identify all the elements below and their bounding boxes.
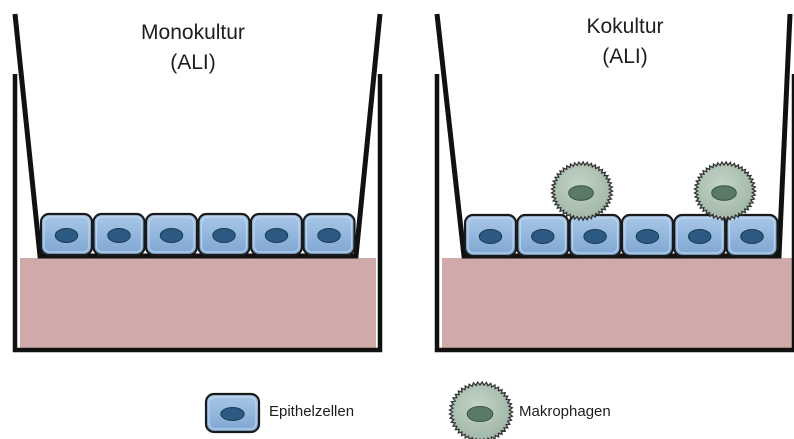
legend-macrophage-icon (450, 382, 513, 439)
epithelial-cell-icon (517, 215, 568, 256)
epithelial-cell-icon (622, 215, 673, 256)
macrophage-icon (552, 162, 613, 220)
epithelial-cell-icon (674, 215, 725, 256)
epithelial-cell-icon (465, 215, 516, 256)
macrophage-icon (695, 162, 756, 220)
panel-title-line1: Monokultur (108, 18, 278, 48)
legend-macrophage-label: Makrophagen (519, 402, 611, 422)
culture-medium (442, 258, 794, 350)
panel-title-line2: (ALI) (540, 42, 710, 72)
legend-epithelial-cell-icon (206, 394, 259, 432)
epithelial-cell-icon (94, 214, 145, 255)
epithelial-cell-icon (304, 214, 355, 255)
epithelial-layer (41, 214, 355, 255)
legend-epithelial-label: Epithelzellen (269, 402, 354, 422)
epithelial-cell-icon (727, 215, 778, 256)
macrophage-icon (450, 382, 513, 439)
panel-title-monoculture: Monokultur (ALI) (108, 18, 278, 78)
epithelial-cell-icon (199, 214, 250, 255)
epithelial-cell-icon (41, 214, 92, 255)
epithelial-layer (465, 215, 778, 256)
culture-medium (20, 258, 376, 350)
epithelial-cell-icon (146, 214, 197, 255)
panel-title-coculture: Kokultur (ALI) (540, 12, 710, 72)
epithelial-cell-icon (570, 215, 621, 256)
panel-title-line2: (ALI) (108, 48, 278, 78)
macrophage-group (552, 162, 756, 220)
panel-title-line1: Kokultur (540, 12, 710, 42)
epithelial-cell-icon (251, 214, 302, 255)
epithelial-cell-icon (206, 394, 259, 432)
